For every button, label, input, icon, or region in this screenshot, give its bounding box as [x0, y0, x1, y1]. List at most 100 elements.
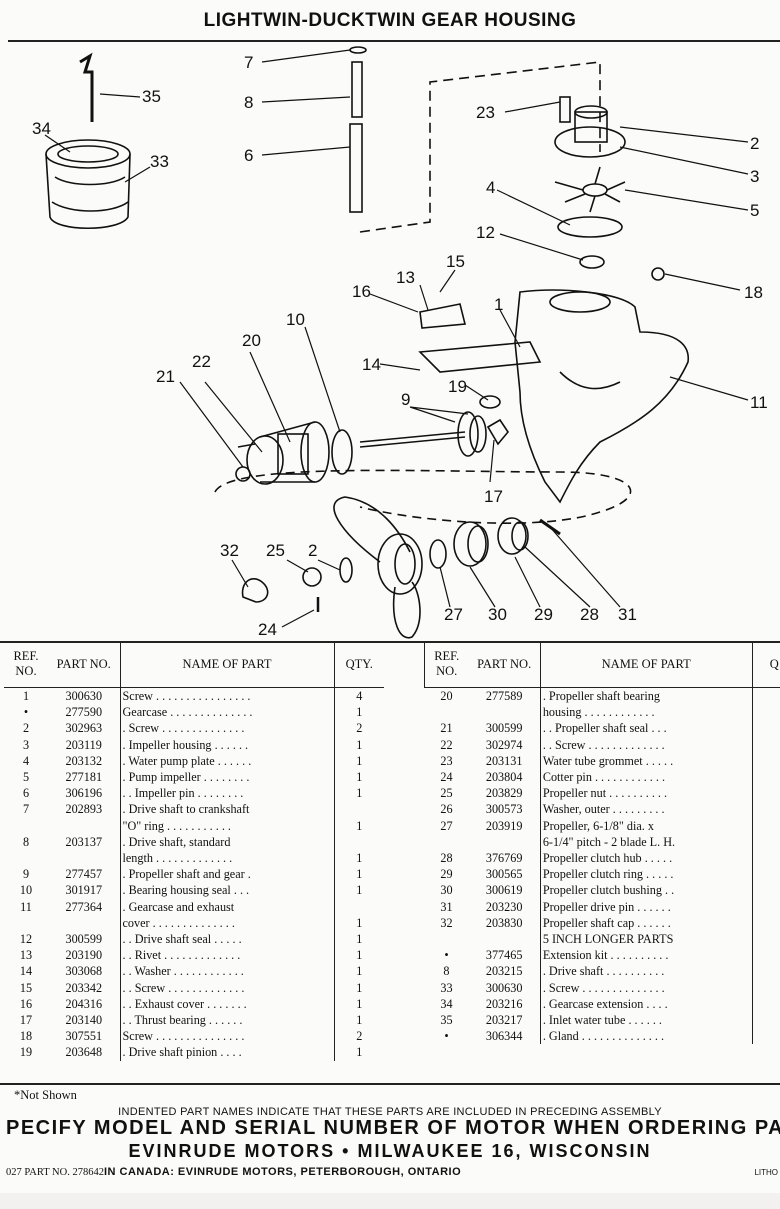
ref-cell: •	[23, 705, 29, 720]
part-number-cell: 301917	[65, 883, 103, 898]
bottom-part-line: 027 PART NO. 278642IN CANADA: EVINRUDE M…	[6, 1166, 461, 1178]
part-number-cell: 203342	[65, 980, 103, 995]
part-number-cell: 203230	[485, 899, 523, 914]
page-title: LIGHTWIN-DUCKTWIN GEAR HOUSING	[203, 10, 577, 31]
qty-cell	[751, 1012, 780, 1029]
callout-16: 16	[352, 282, 371, 301]
part-number-cell	[468, 834, 540, 850]
ref-cell: 17	[19, 1013, 33, 1028]
callout-24: 24	[258, 620, 277, 639]
qty-cell: 1	[333, 817, 384, 834]
specify-model-line: PECIFY MODEL AND SERIAL NUMBER OF MOTOR …	[6, 1117, 780, 1139]
qty-cell	[751, 704, 780, 721]
propeller-clutch-hub	[497, 517, 529, 555]
drive-shaft-standard	[351, 61, 363, 118]
qty-cell	[751, 882, 780, 899]
callout-28: 28	[580, 605, 599, 624]
part-number-cell: 300565	[485, 867, 523, 882]
part-number-cell	[48, 915, 120, 931]
part-number-cell: 203216	[485, 996, 523, 1011]
exploded-parts-diagram: 35 33 34 7 8 6 23 2 3 5 4 12 18 15 13 16…	[32, 46, 768, 639]
title-rule	[8, 40, 780, 42]
part-number-cell: 202893	[65, 802, 103, 817]
col-header-ref-right: REF. NO.	[424, 641, 469, 688]
qty-cell: 2	[333, 1028, 384, 1045]
part-name-cell: . Bearing housing seal . . .	[119, 882, 334, 899]
callout-12: 12	[476, 223, 495, 242]
part-name-cell: Washer, outer . . . . . . . . .	[539, 801, 753, 818]
qty-cell	[751, 850, 780, 867]
ref-cell	[4, 818, 48, 834]
part-name-cell: . Gland . . . . . . . . . . . . . .	[539, 1028, 753, 1045]
part-name-cell: . Impeller housing . . . . . .	[119, 736, 334, 753]
part-name-cell: . . Propeller shaft seal . . .	[539, 720, 753, 737]
callout-21: 21	[156, 367, 175, 386]
ref-cell: 11	[20, 899, 32, 914]
part-number-cell: 307551	[65, 1029, 103, 1044]
qty-cell: 1	[333, 963, 384, 980]
ref-cell: •	[444, 948, 449, 963]
part-name-cell: . . Thrust bearing . . . . . .	[119, 1012, 334, 1029]
part-number-cell: 203119	[65, 737, 102, 752]
part-number-cell: 203132	[65, 753, 103, 768]
part-name-cell: . Drive shaft to crankshaft	[119, 801, 334, 818]
qty-cell: 4	[333, 687, 384, 705]
table-row: "O" ring . . . . . . . . . . .1	[4, 817, 384, 834]
qty-cell	[333, 898, 384, 915]
callout-9: 9	[401, 390, 410, 409]
part-number-cell: 203140	[65, 1013, 103, 1028]
qty-cell	[751, 979, 780, 996]
company-address: EVINRUDE MOTORS • MILWAUKEE 16, WISCONSI…	[128, 1141, 652, 1161]
ref-cell: 20	[440, 689, 453, 703]
callout-20: 20	[242, 331, 261, 350]
qty-cell: 1	[333, 995, 384, 1013]
part-number-cell: 377465	[485, 948, 523, 963]
qty-cell	[751, 720, 780, 737]
ref-cell: 33	[440, 980, 453, 995]
water-pump-plate	[557, 216, 623, 238]
qty-cell: 1	[333, 979, 384, 996]
ref-cell: 29	[440, 867, 453, 882]
ref-cell: 12	[19, 932, 33, 947]
table-row: 6-1/4" pitch - 2 blade L. H.	[425, 833, 780, 851]
qty-cell	[333, 801, 384, 818]
inlet-water-tube	[79, 52, 94, 122]
part-number-cell: 203215	[485, 964, 523, 979]
qty-cell: 1	[333, 1044, 384, 1061]
qty-cell	[751, 785, 780, 802]
part-name-cell: Propeller drive pin . . . . . .	[539, 898, 753, 915]
ref-cell: 24	[440, 770, 453, 785]
part-number-cell: 203137	[65, 834, 103, 849]
part-number-cell: 300619	[485, 883, 523, 898]
col-header-qty-right: Q	[751, 641, 780, 688]
ref-cell: 3	[22, 737, 30, 752]
part-name-cell: 5 INCH LONGER PARTS	[539, 931, 753, 948]
part-name-cell: length . . . . . . . . . . . . .	[119, 850, 334, 867]
part-name-cell: . . Impeller pin . . . . . . . .	[119, 785, 334, 802]
part-number-cell: 277457	[65, 867, 103, 882]
part-number-cell: 376769	[485, 851, 523, 866]
qty-cell	[751, 833, 780, 851]
part-name-cell: . Screw . . . . . . . . . . . . . .	[119, 720, 334, 737]
part-name-cell: Propeller shaft cap . . . . . .	[539, 914, 753, 932]
part-number-cell: 300630	[65, 689, 103, 703]
callout-34: 34	[32, 119, 51, 138]
qty-cell	[751, 866, 780, 883]
propeller-shaft-cap	[241, 578, 269, 603]
callout-10: 10	[286, 310, 305, 329]
ref-cell: 34	[440, 996, 453, 1011]
ref-cell: 15	[19, 980, 33, 995]
ref-cell: 26	[440, 802, 453, 817]
